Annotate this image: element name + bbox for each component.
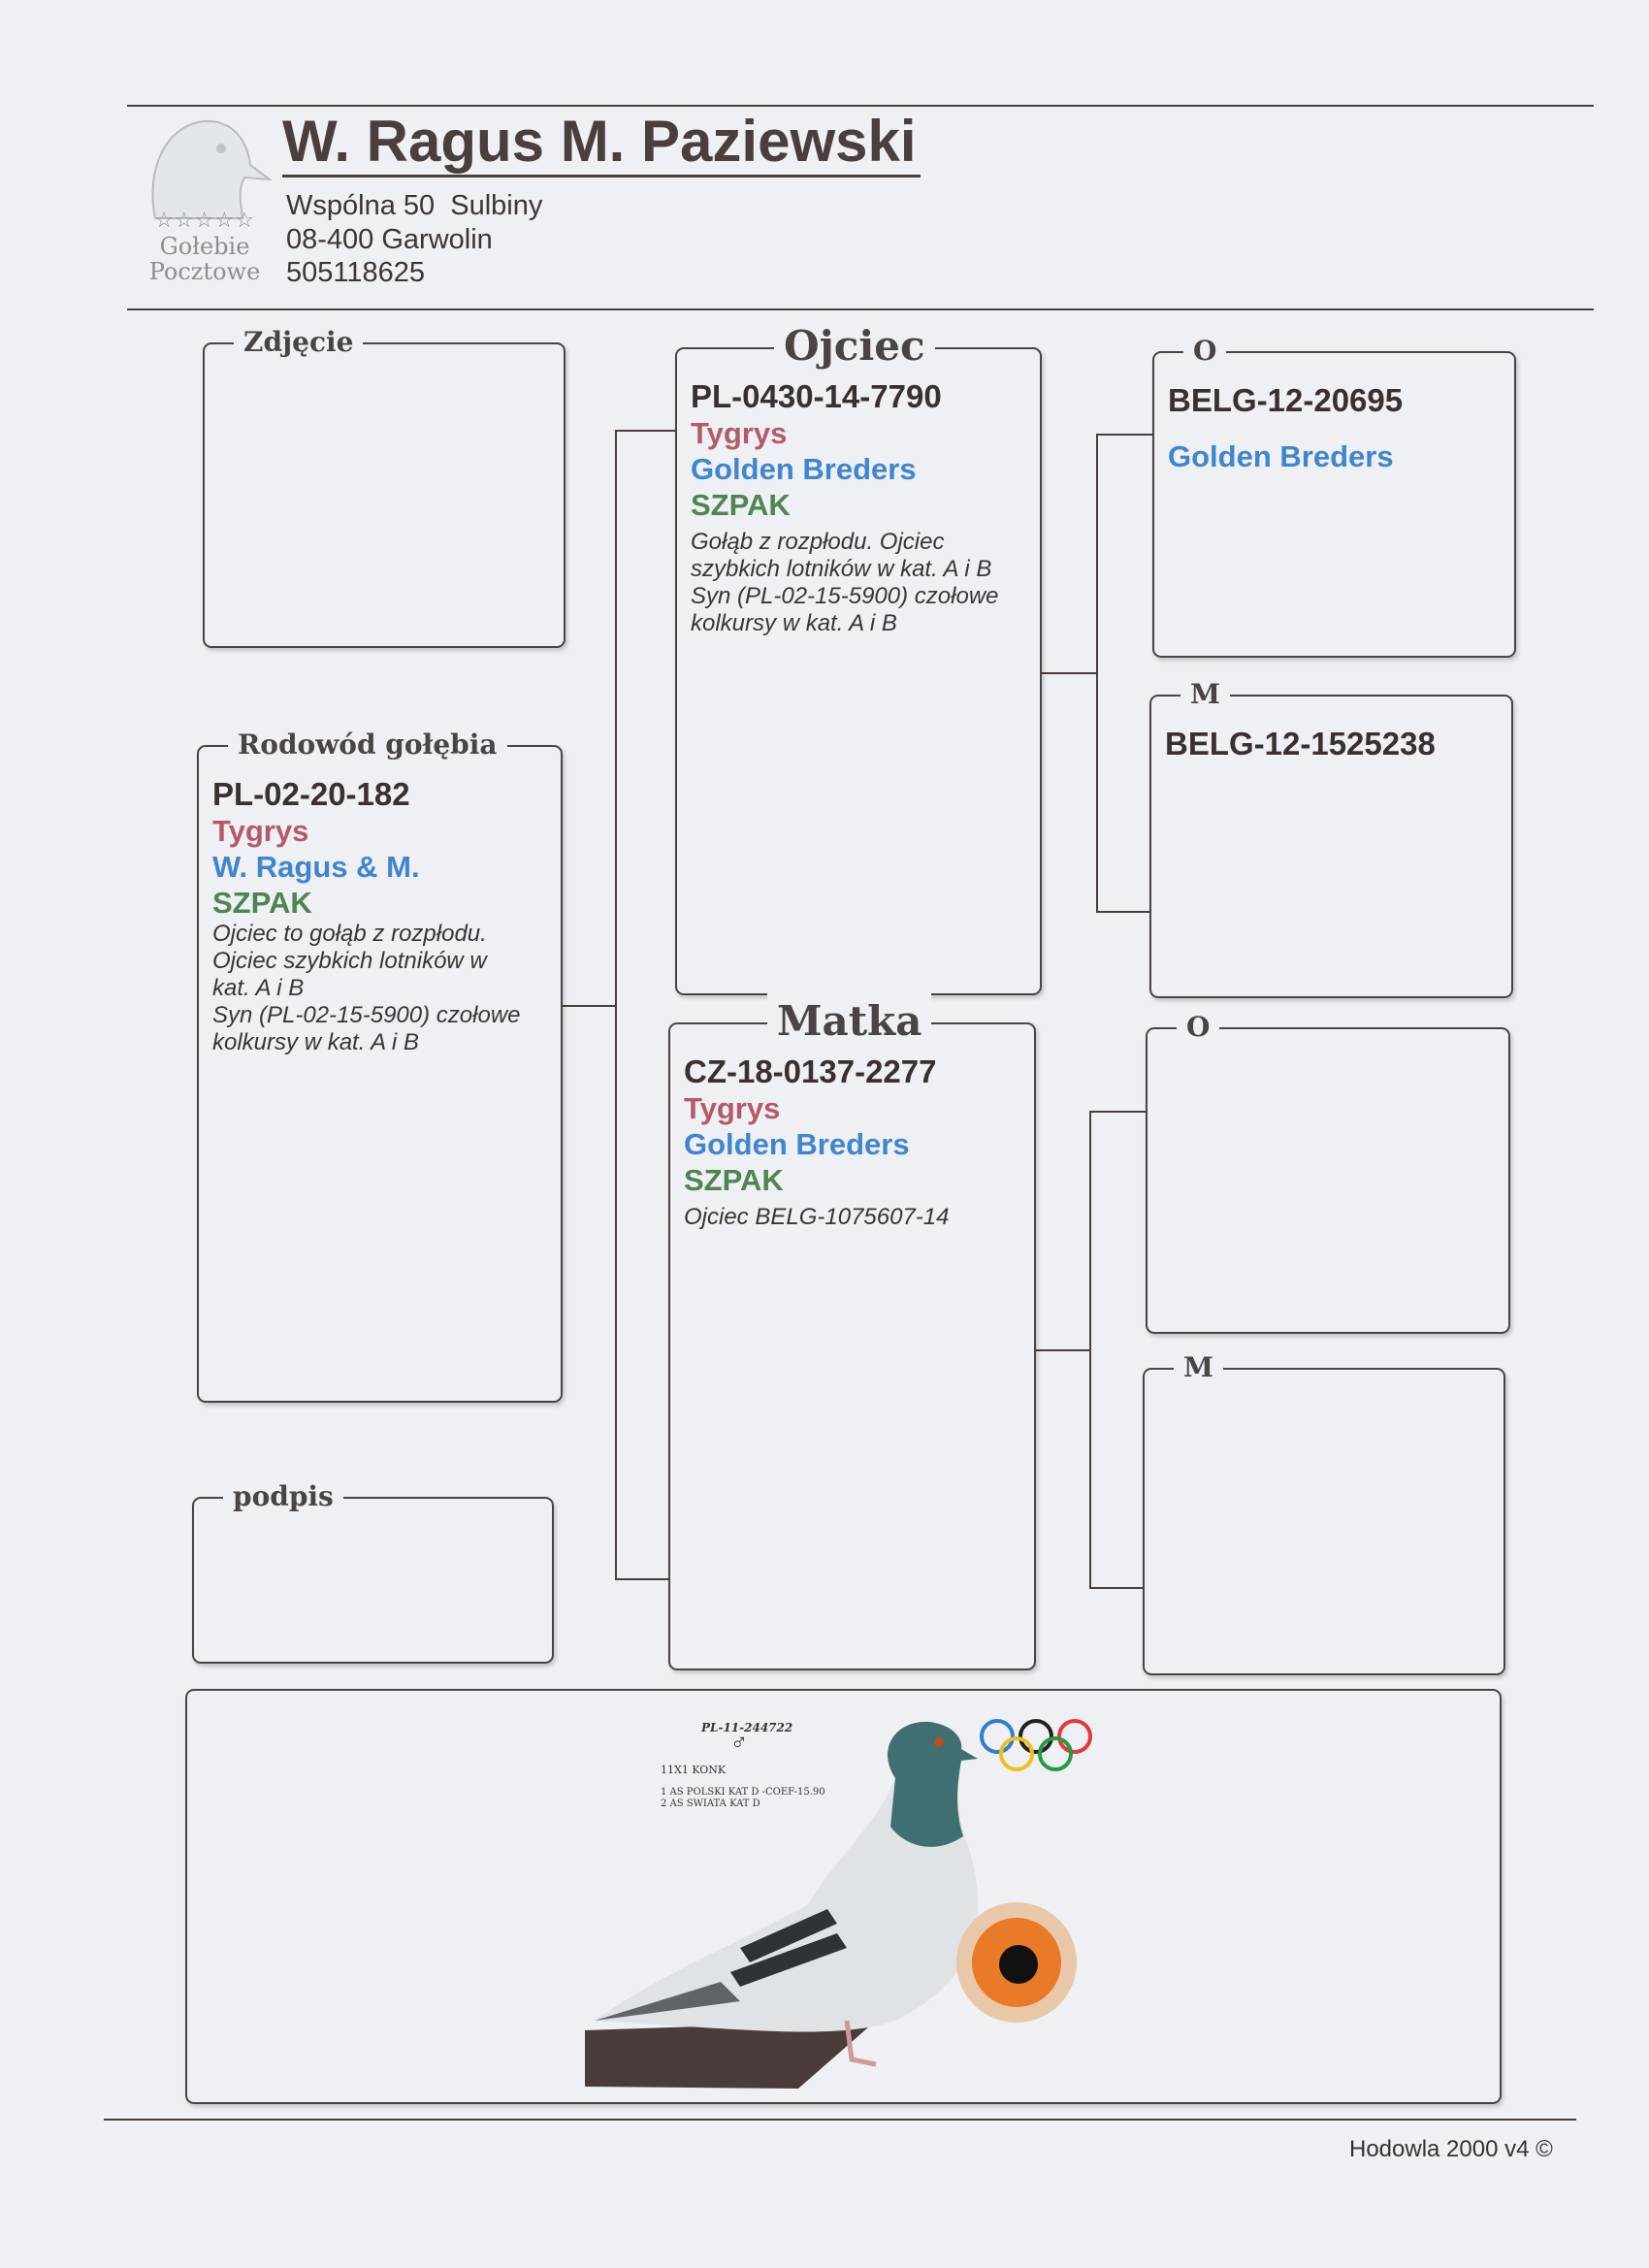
- father-note-2: Syn (PL-02-15-5900) czołowe kolkursy w k…: [691, 583, 999, 636]
- pigeon-photo: [585, 1721, 979, 2089]
- connector: [1096, 434, 1098, 913]
- paternal-grandfather-ring: BELG-12-20695: [1168, 382, 1404, 418]
- connector: [615, 430, 675, 432]
- father-box: Ojciec PL-0430-14-7790 Tygrys Golden Bre…: [675, 314, 1042, 995]
- mother-box: Matka CZ-18-0137-2277 Tygrys Golden Bred…: [668, 989, 1036, 1670]
- pigeon-head-logo-icon: [151, 119, 274, 219]
- connector: [1089, 1111, 1091, 1589]
- header-top-rule: [127, 105, 1594, 107]
- father-ring: PL-0430-14-7790: [691, 378, 942, 414]
- paternal-grandfather-owner: Golden Breders: [1168, 439, 1394, 473]
- photo-box[interactable]: Zdjęcie: [203, 323, 566, 648]
- logo: [136, 112, 274, 286]
- signature-label: podpis: [223, 1477, 343, 1516]
- connector: [1089, 1587, 1143, 1589]
- footer-rule: [104, 2119, 1576, 2121]
- father-label: Ojciec: [774, 314, 935, 378]
- phone: 505118625: [286, 257, 426, 288]
- mother-color: Tygrys: [684, 1091, 781, 1125]
- pigeon-name: SZPAK: [212, 886, 312, 920]
- pigeon-pedigree-box: Rodowód gołębia PL-02-20-182 Tygrys W. R…: [197, 726, 563, 1403]
- male-symbol-icon: ♂: [730, 1730, 748, 1756]
- connector: [1089, 1111, 1146, 1113]
- paternal-grandfather-box: O BELG-12-20695 Golden Breders: [1152, 332, 1516, 658]
- paternal-grandmother-box: M BELG-12-1525238: [1149, 675, 1513, 998]
- logo-stars: ☆☆☆☆☆: [154, 209, 255, 233]
- father-owner: Golden Breders: [691, 452, 917, 486]
- pigeon-color: Tygrys: [212, 814, 309, 848]
- father-name: SZPAK: [691, 488, 791, 522]
- breeder-name: W. Ragus M. Paziewski: [282, 109, 921, 178]
- panel-line-3: 2 AS SWIATA KAT D: [661, 1798, 760, 1809]
- header-bottom-rule: [127, 308, 1594, 310]
- mother-name: SZPAK: [684, 1163, 784, 1197]
- footer-text: Hodowla 2000 v4 ©: [1349, 2136, 1553, 2162]
- photo-panel: PL-11-244722 ♂ 11X1 KONK 1 AS POLSKI KAT…: [185, 1689, 1502, 2104]
- maternal-grandmother-box: M: [1143, 1348, 1505, 1675]
- mother-ring: CZ-18-0137-2277: [684, 1053, 937, 1089]
- connector: [1096, 434, 1152, 436]
- signature-box[interactable]: podpis: [192, 1477, 554, 1664]
- logo-text-1: Gołebie: [159, 233, 250, 260]
- connector: [1036, 1349, 1089, 1351]
- pigeon-note: Ojciec to gołąb z rozpłodu. Ojciec szybk…: [212, 921, 487, 1001]
- father-color: Tygrys: [691, 416, 788, 450]
- pigeon-owner: W. Ragus & M.: [212, 850, 420, 884]
- paternal-grandfather-label: O: [1183, 332, 1227, 371]
- father-note: Gołąb z rozpłodu. Ojciec szybkich lotnik…: [691, 529, 992, 582]
- address-line-1: Wspólna 50 Sulbiny: [286, 190, 543, 221]
- pigeon-ring: PL-02-20-182: [212, 776, 410, 812]
- panel-line-1: 11X1 KONK: [661, 1764, 727, 1776]
- paternal-grandmother-label: M: [1180, 675, 1230, 714]
- connector: [1096, 911, 1149, 913]
- paternal-grandmother-ring: BELG-12-1525238: [1165, 726, 1436, 761]
- connector: [615, 1578, 668, 1580]
- mother-owner: Golden Breders: [684, 1127, 910, 1161]
- photo-label: Zdjęcie: [234, 323, 364, 362]
- pigeon-note-2: Syn (PL-02-15-5900) czołowe kolkursy w k…: [212, 1002, 521, 1055]
- maternal-grandfather-box: O: [1146, 1008, 1510, 1334]
- pigeon-label: Rodowód gołębia: [228, 726, 507, 764]
- mother-label: Matka: [767, 989, 932, 1053]
- panel-line-2: 1 AS POLSKI KAT D -COEF-15.90: [661, 1787, 825, 1798]
- maternal-grandfather-label: O: [1177, 1008, 1220, 1047]
- panel-ring: PL-11-244722: [701, 1721, 793, 1734]
- connector: [615, 430, 617, 1580]
- mother-note: Ojciec BELG-1075607-14: [684, 1204, 950, 1230]
- maternal-grandmother-label: M: [1174, 1348, 1223, 1387]
- connector: [563, 1005, 615, 1007]
- address-line-2: 08-400 Garwolin: [286, 224, 493, 255]
- logo-text-2: Pocztowe: [148, 258, 261, 285]
- eye-photo: [956, 1902, 1077, 2023]
- olympic-rings-icon: [980, 1719, 1092, 1771]
- connector: [1042, 672, 1096, 674]
